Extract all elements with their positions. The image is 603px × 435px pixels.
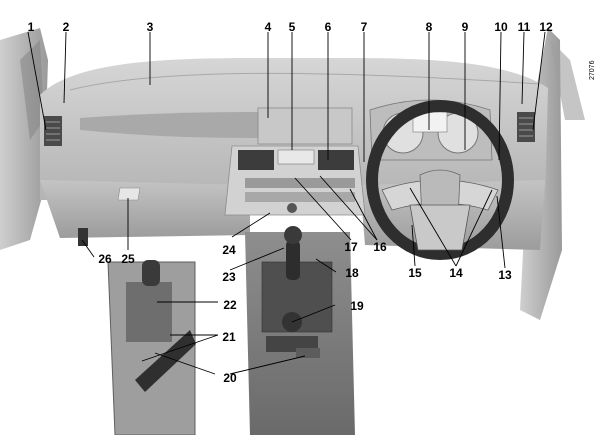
callout-numbers: 1 2 3 4 5 6 7 8 9 10 11 12 13 14 15 16 1… [28, 20, 553, 385]
callout-23: 23 [222, 270, 236, 284]
callout-21: 21 [222, 330, 236, 344]
steering-wheel [366, 100, 514, 260]
callout-17: 17 [344, 240, 358, 254]
left-side-air-vent [44, 116, 62, 146]
callout-19: 19 [350, 299, 364, 313]
callout-12: 12 [539, 20, 553, 34]
callout-4: 4 [265, 20, 272, 34]
callout-3: 3 [147, 20, 154, 34]
callout-25: 25 [121, 252, 135, 266]
upper-display-panel [80, 107, 353, 145]
center-tunnel-console [245, 226, 355, 435]
callout-26: 26 [98, 252, 112, 266]
left-a-pillar [0, 28, 48, 250]
callout-6: 6 [325, 20, 332, 34]
callout-8: 8 [426, 20, 433, 34]
callout-24: 24 [222, 243, 236, 257]
callout-10: 10 [494, 20, 508, 34]
callout-1: 1 [28, 20, 35, 34]
callout-20: 20 [223, 371, 237, 385]
right-side-air-vent [517, 112, 535, 142]
handbrake-inset [107, 260, 196, 435]
callout-18: 18 [345, 266, 359, 280]
callout-5: 5 [289, 20, 296, 34]
leader-lines [27, 31, 546, 375]
left-lower-area [78, 228, 88, 246]
figure-reference-code: 27076 [589, 60, 596, 80]
callout-14: 14 [449, 266, 463, 280]
center-controls-panel [224, 145, 366, 216]
callout-16: 16 [373, 240, 387, 254]
callout-15: 15 [408, 266, 422, 280]
callout-7: 7 [361, 20, 368, 34]
callout-22: 22 [223, 298, 237, 312]
callout-9: 9 [462, 20, 469, 34]
callout-13: 13 [498, 268, 512, 282]
callout-2: 2 [63, 20, 70, 34]
callout-11: 11 [518, 20, 531, 34]
